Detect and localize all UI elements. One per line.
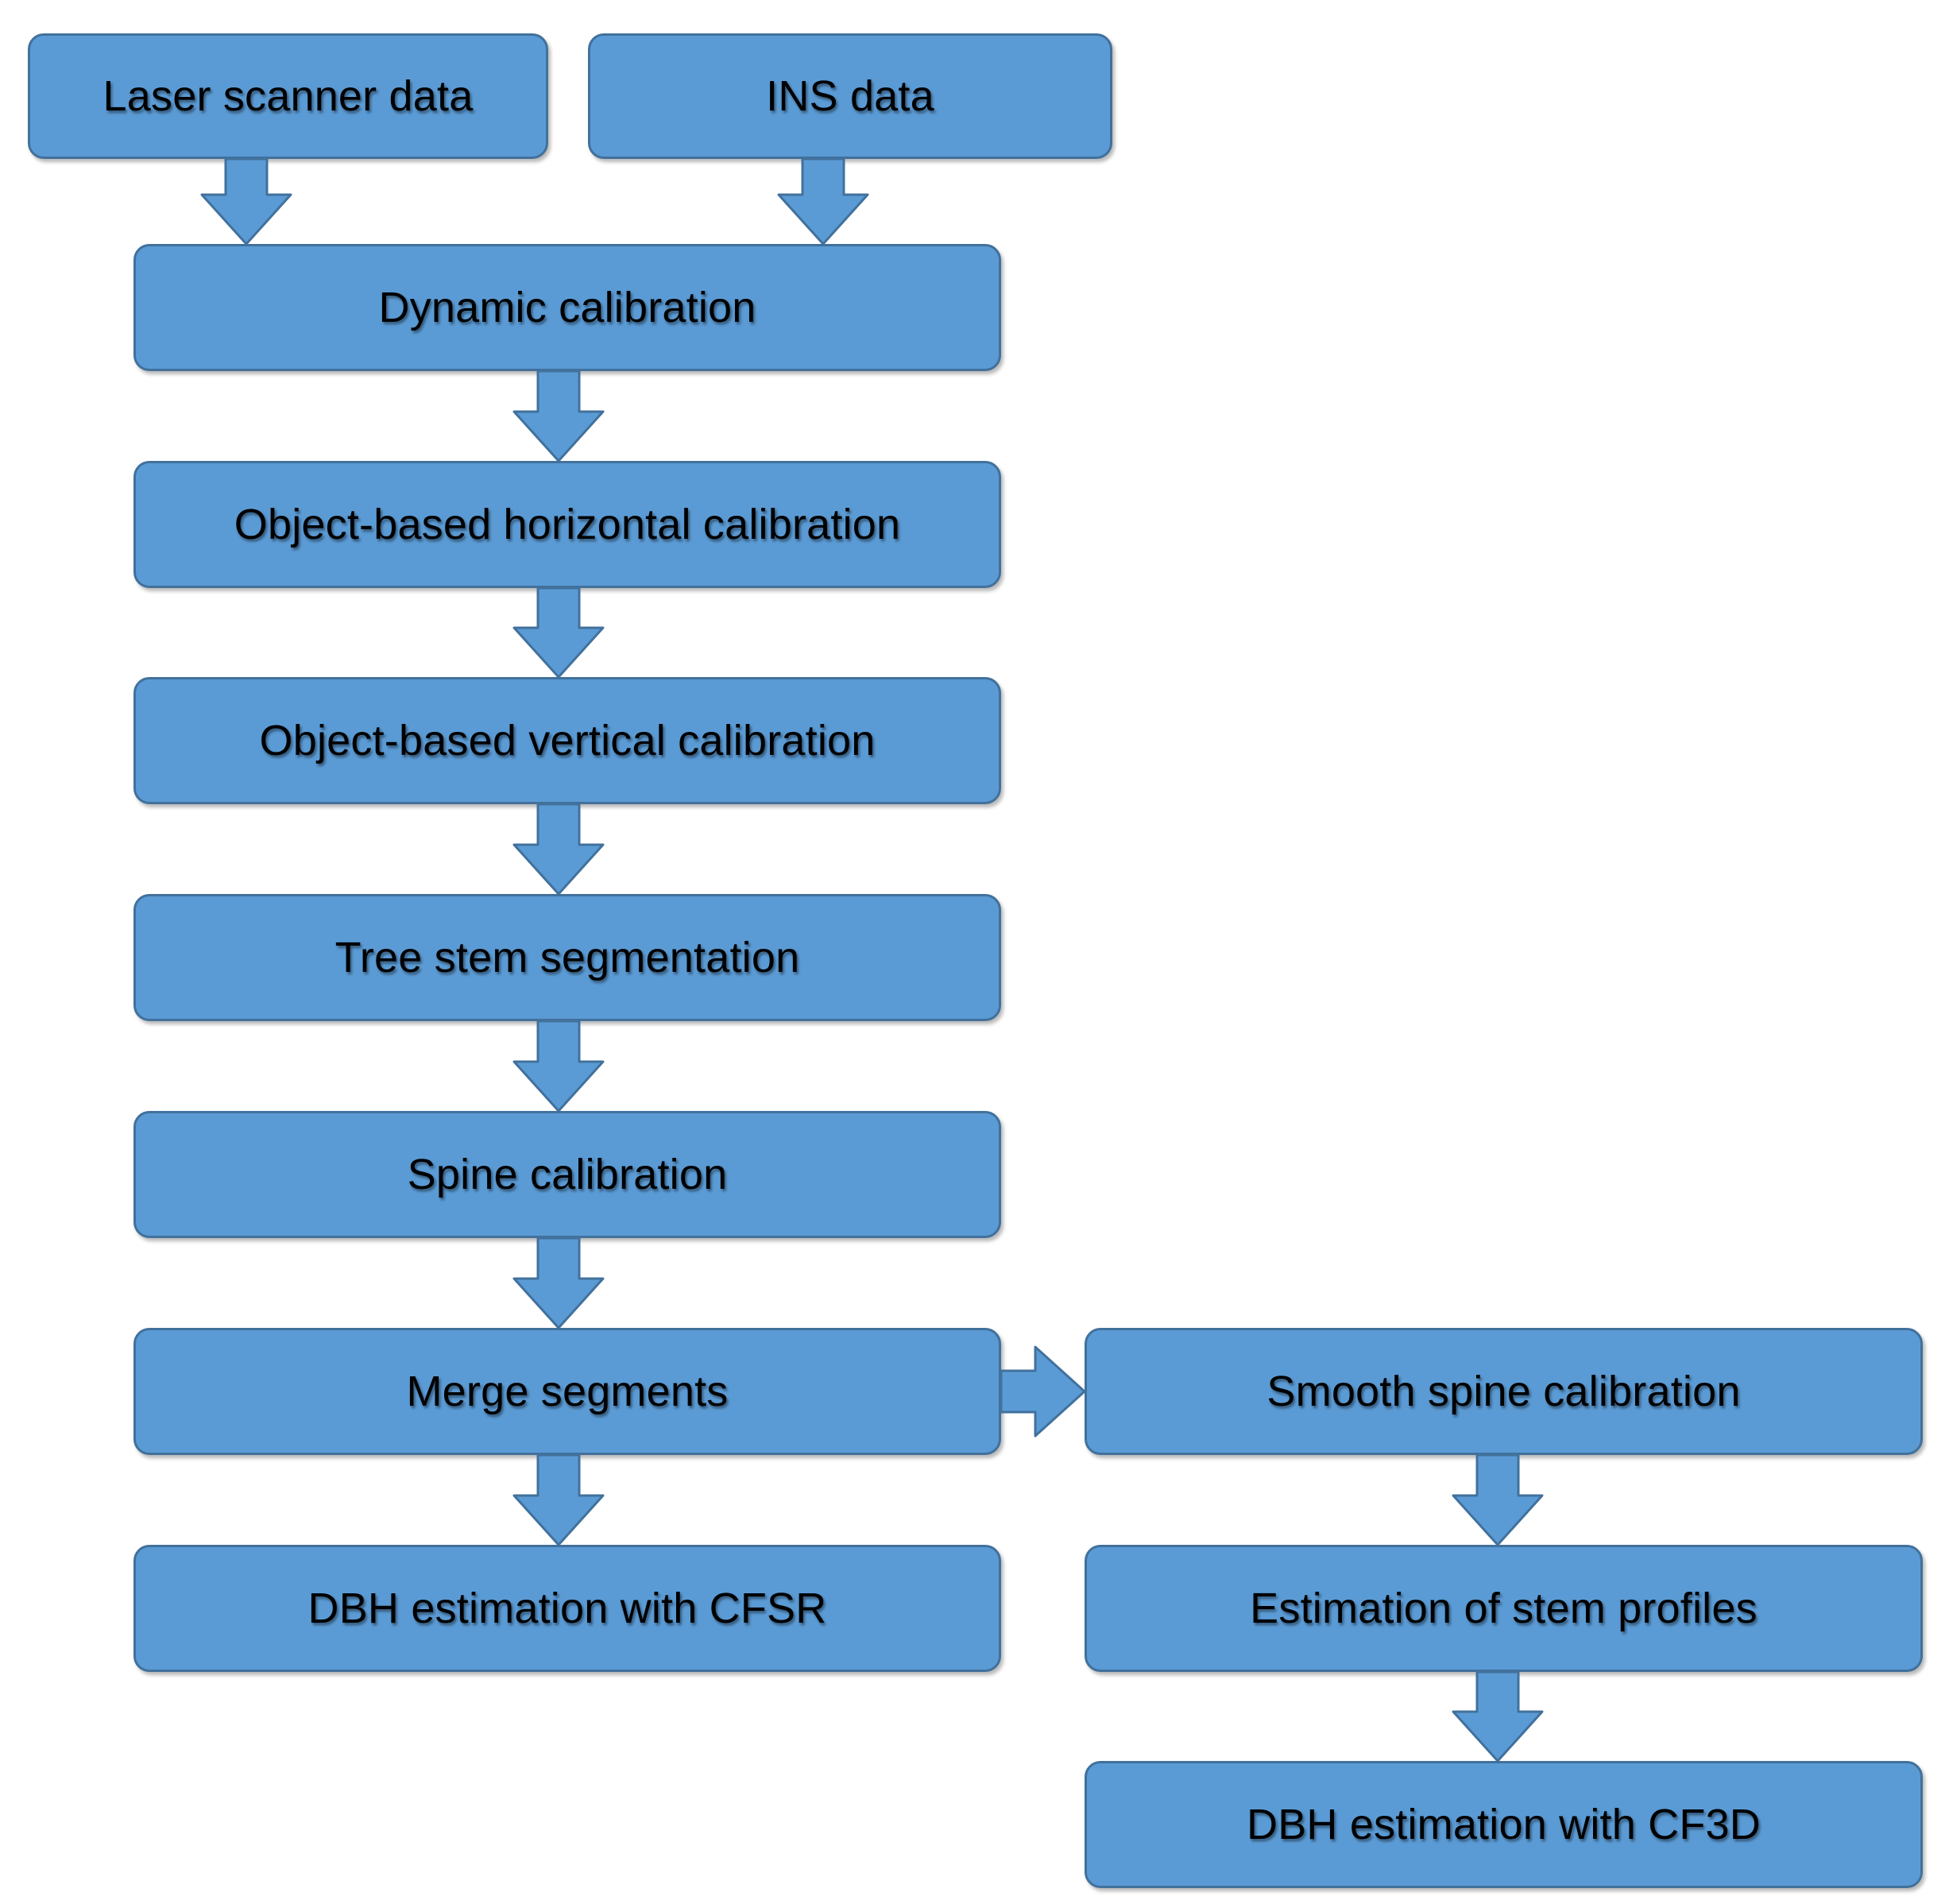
arrow-horizontal-to-vertical <box>512 586 605 679</box>
node-spine-calibration[interactable]: Spine calibration <box>133 1111 1001 1238</box>
arrow-dynamic-to-horizontal <box>512 370 605 462</box>
node-object-based-horizontal-calibration[interactable]: Object-based horizontal calibration <box>133 461 1001 588</box>
node-label: Laser scanner data <box>102 72 474 120</box>
node-label: Smooth spine calibration <box>1266 1367 1741 1415</box>
node-label: Object-based vertical calibration <box>259 716 876 764</box>
arrow-ins-data-to-dynamic-calibration <box>777 157 869 246</box>
arrow-merge-to-smooth-spine <box>1000 1345 1086 1438</box>
node-dynamic-calibration[interactable]: Dynamic calibration <box>133 244 1001 371</box>
arrow-smooth-spine-to-stem-profiles <box>1452 1453 1544 1546</box>
node-label: DBH estimation with CF3D <box>1247 1800 1761 1848</box>
node-label: Merge segments <box>406 1367 729 1415</box>
node-dbh-estimation-cf3d[interactable]: DBH estimation with CF3D <box>1085 1761 1923 1888</box>
node-merge-segments[interactable]: Merge segments <box>133 1328 1001 1455</box>
node-label: Estimation of stem profiles <box>1250 1584 1758 1632</box>
arrow-tree-stem-to-spine <box>512 1020 605 1113</box>
node-ins-data[interactable]: INS data <box>588 33 1112 159</box>
arrow-stem-profiles-to-dbh-cf3d <box>1452 1670 1544 1763</box>
node-dbh-estimation-cfsr[interactable]: DBH estimation with CFSR <box>133 1545 1001 1672</box>
arrow-vertical-to-tree-stem <box>512 803 605 896</box>
node-estimation-of-stem-profiles[interactable]: Estimation of stem profiles <box>1085 1545 1923 1672</box>
node-smooth-spine-calibration[interactable]: Smooth spine calibration <box>1085 1328 1923 1455</box>
node-label: Dynamic calibration <box>378 283 756 331</box>
node-label: INS data <box>766 72 934 120</box>
node-object-based-vertical-calibration[interactable]: Object-based vertical calibration <box>133 677 1001 804</box>
arrow-spine-to-merge <box>512 1236 605 1329</box>
node-tree-stem-segmentation[interactable]: Tree stem segmentation <box>133 894 1001 1021</box>
node-label: Object-based horizontal calibration <box>234 500 901 548</box>
node-label: Tree stem segmentation <box>335 933 800 981</box>
arrow-merge-to-dbh-cfsr <box>512 1453 605 1546</box>
arrow-laser-scanner-data-to-dynamic-calibration <box>200 157 292 246</box>
node-laser-scanner-data[interactable]: Laser scanner data <box>28 33 548 159</box>
node-label: Spine calibration <box>407 1150 728 1198</box>
node-label: DBH estimation with CFSR <box>307 1584 827 1632</box>
